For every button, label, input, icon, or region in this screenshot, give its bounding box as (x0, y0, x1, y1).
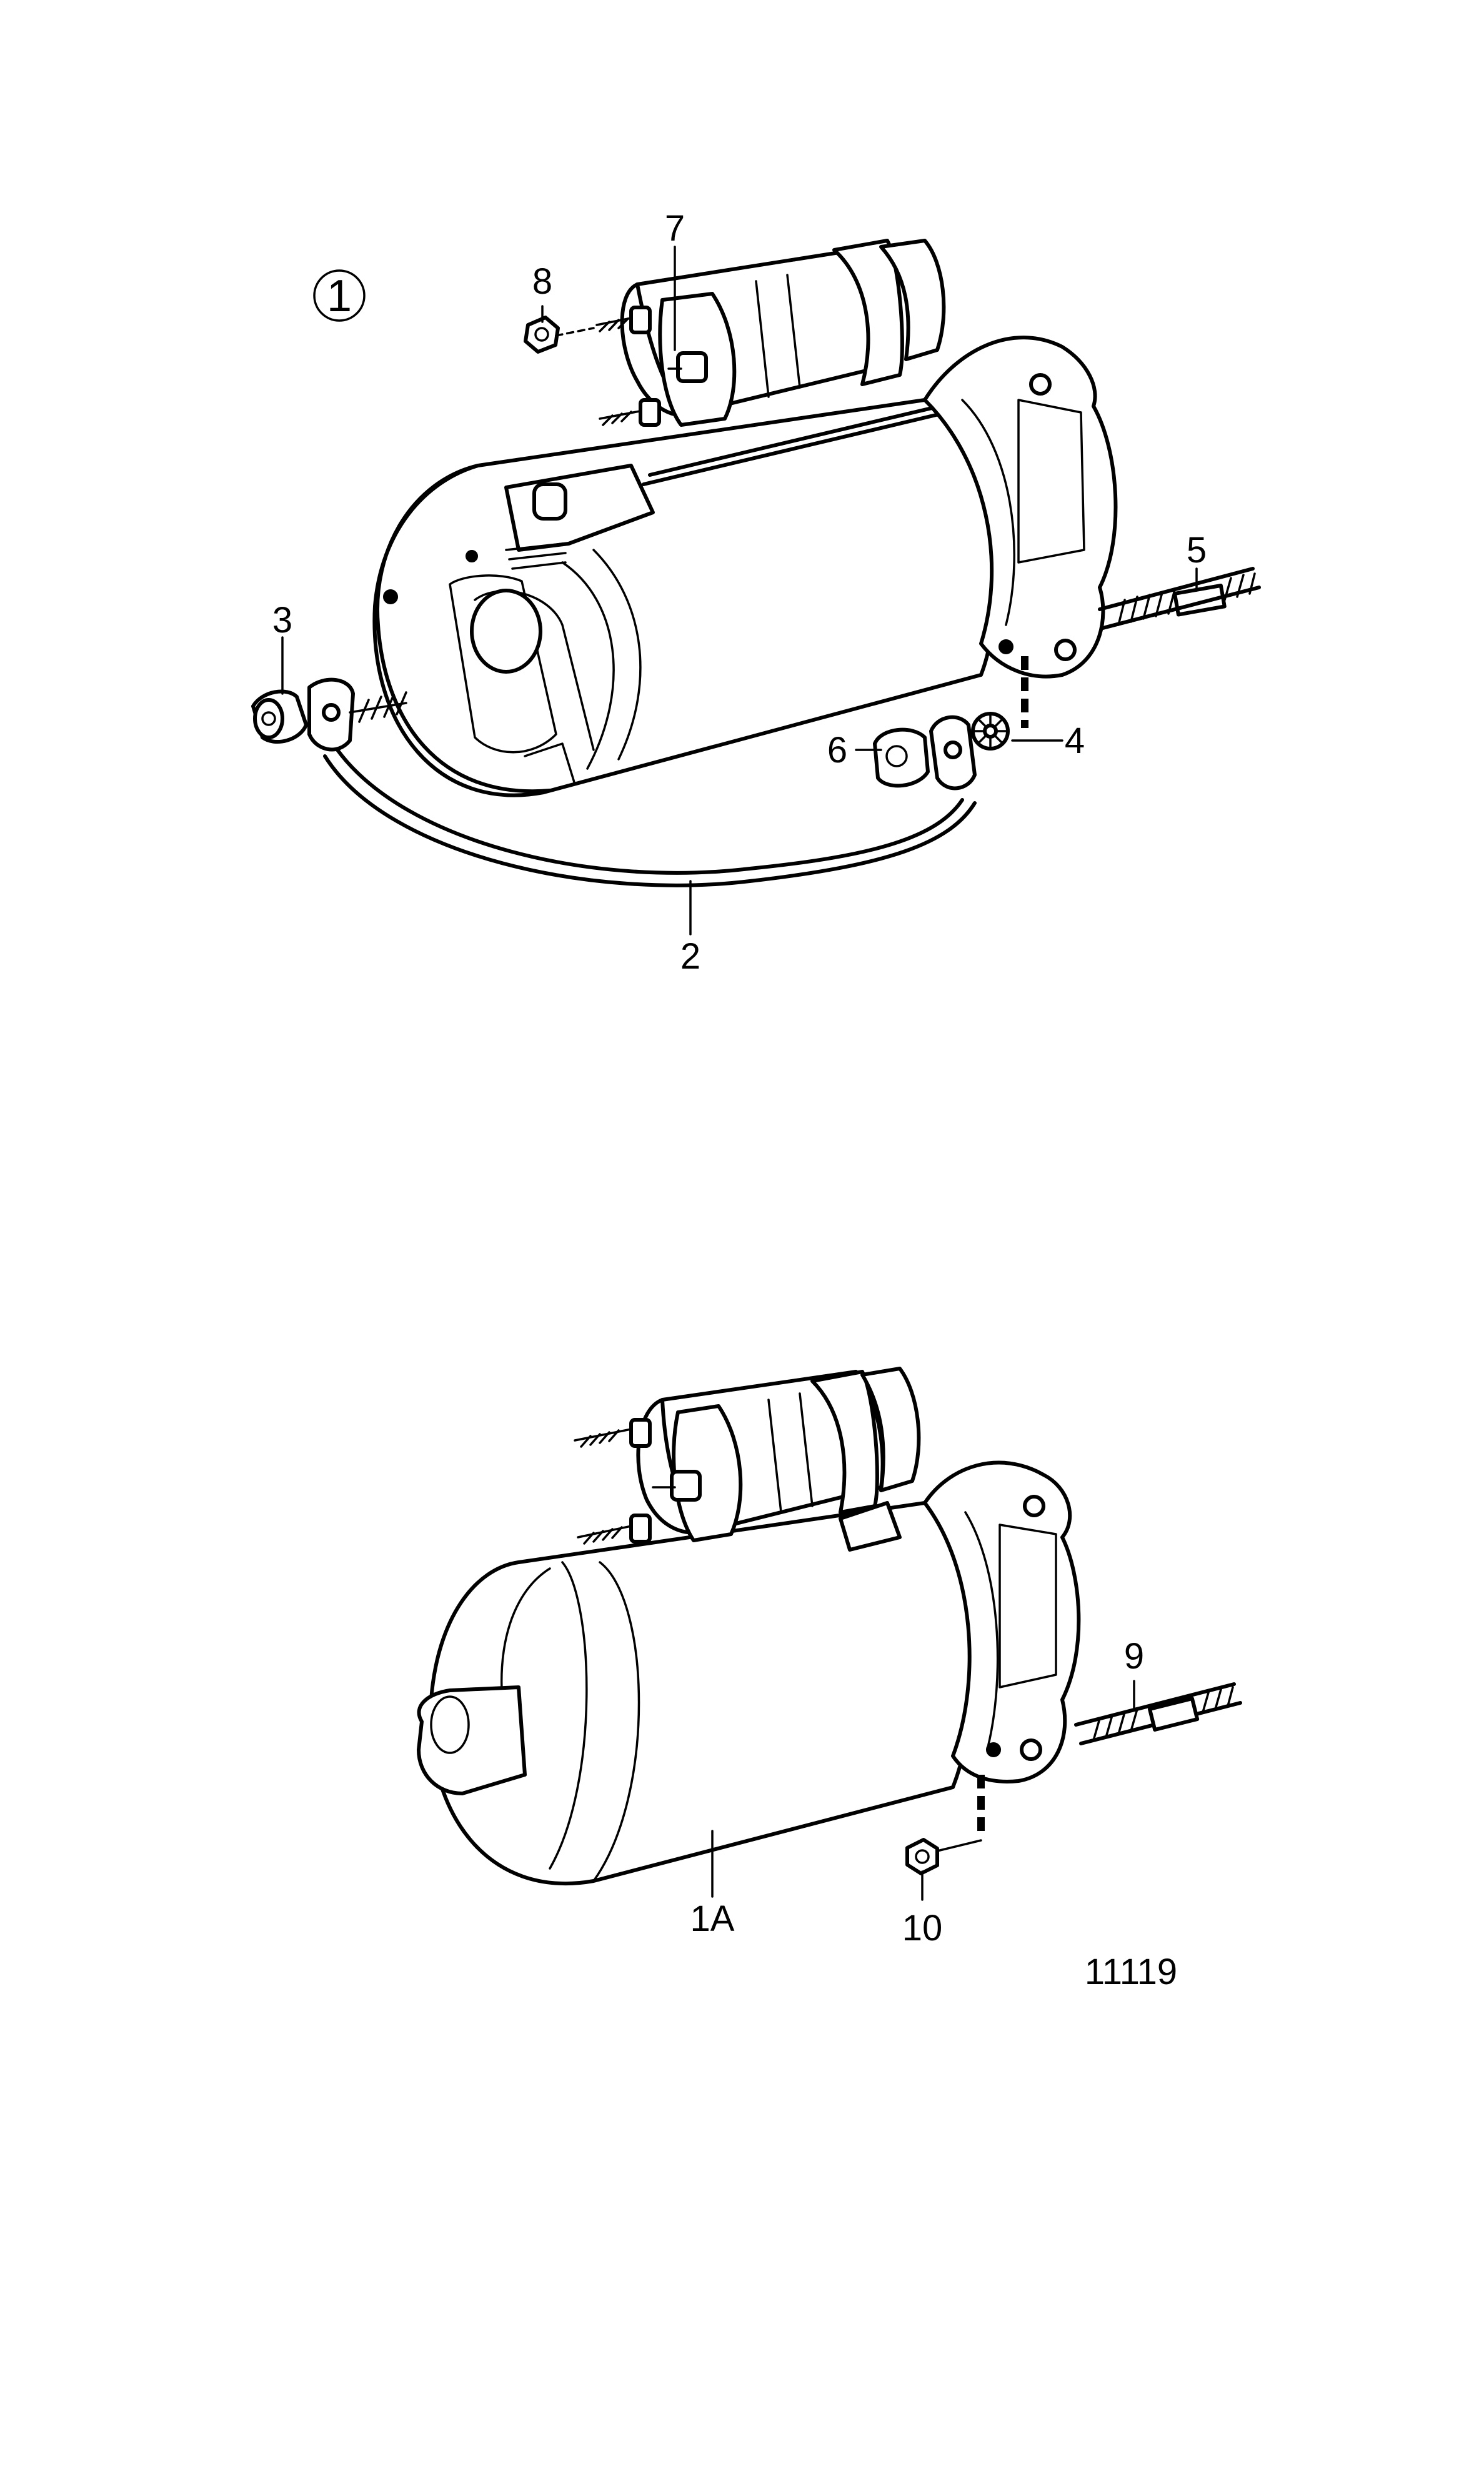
callout-2: 2 (680, 936, 700, 977)
stud-part-9 (1074, 1682, 1242, 1745)
callout-10: 10 (902, 1908, 943, 1948)
group-number: 1 (327, 271, 352, 321)
drive-end-housing-top (923, 336, 1118, 679)
lock-washer-part-4 (971, 712, 1010, 751)
nut-part-10 (905, 1838, 939, 1875)
starter-motor-bottom (417, 1367, 1081, 1886)
callout-5: 5 (1187, 530, 1207, 571)
callout-7: 7 (665, 208, 685, 249)
solenoid-terminals-top (595, 306, 708, 427)
callout-leaders (281, 246, 1198, 1901)
callout-3: 3 (272, 600, 292, 641)
drive-end-housing-bottom (923, 1460, 1081, 1783)
nut-part-8 (524, 316, 595, 354)
stud-part-5 (1098, 567, 1261, 630)
ground-cable-part-2 (307, 677, 977, 887)
group-number-badge: 1 (313, 269, 366, 322)
figure-reference-number: 11119 (1085, 1952, 1177, 1992)
callout-6: 6 (827, 730, 847, 771)
starter-motor-top (372, 239, 1118, 797)
callout-9: 9 (1124, 1636, 1144, 1677)
nut-part-6 (873, 727, 930, 788)
callout-1A: 1A (690, 1898, 735, 1939)
nut-part-3 (251, 689, 308, 744)
callout-4: 4 (1065, 721, 1085, 761)
callout-8: 8 (532, 261, 552, 302)
